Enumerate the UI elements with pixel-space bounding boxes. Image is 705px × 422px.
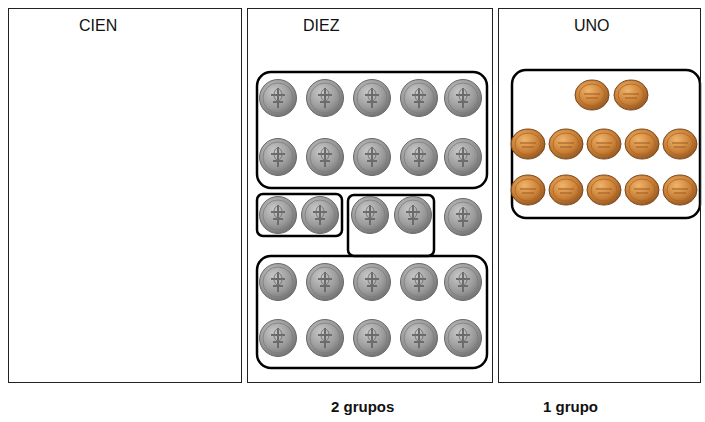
panel-heading: UNO	[574, 17, 610, 35]
group-count-label: 1 grupo	[543, 398, 598, 415]
panel-heading: CIEN	[79, 17, 117, 35]
place-value-panel: UNO	[498, 8, 701, 383]
panel-heading: DIEZ	[303, 17, 339, 35]
place-value-panel: CIEN	[8, 8, 242, 383]
group-count-label: 2 grupos	[331, 398, 394, 415]
place-value-panel: DIEZ	[247, 8, 493, 383]
